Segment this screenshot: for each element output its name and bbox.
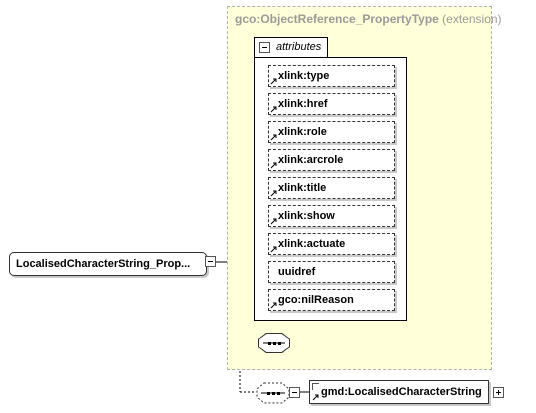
- reference-arrow-icon: [270, 134, 277, 141]
- reference-arrow-icon: [270, 302, 277, 309]
- attribute-label: xlink:show: [278, 210, 335, 222]
- attribute-xlink-show[interactable]: xlink:show: [268, 205, 395, 227]
- attribute-uuidref[interactable]: uuidref: [268, 261, 395, 283]
- reference-arrow-icon: [270, 78, 277, 85]
- attribute-xlink-role[interactable]: xlink:role: [268, 121, 395, 143]
- attribute-label: gco:nilReason: [278, 294, 354, 306]
- attribute-label: xlink:type: [278, 70, 330, 82]
- element-label: gmd:LocalisedCharacterString: [321, 386, 482, 398]
- attributes-tab: [254, 37, 328, 58]
- reference-arrow-icon: [312, 394, 319, 401]
- reference-arrow-icon: [270, 106, 277, 113]
- expand-icon[interactable]: [493, 387, 504, 398]
- reference-arrow-icon: [270, 218, 277, 225]
- attribute-xlink-type[interactable]: xlink:type: [268, 65, 395, 87]
- attributes-collapse-icon[interactable]: [259, 42, 270, 53]
- attribute-gco-nilreason[interactable]: gco:nilReason: [268, 289, 395, 311]
- sequence-icon: [263, 342, 285, 345]
- extension-type-name: gco:ObjectReference_PropertyType: [235, 12, 439, 26]
- attribute-xlink-href[interactable]: xlink:href: [268, 93, 395, 115]
- reference-arrow-icon: [270, 162, 277, 169]
- stack-icon: [312, 383, 319, 390]
- reference-arrow-icon: [270, 246, 277, 253]
- sequence-collapse-icon[interactable]: [289, 387, 300, 398]
- attribute-xlink-actuate[interactable]: xlink:actuate: [268, 233, 395, 255]
- attributes-label: attributes: [276, 41, 322, 53]
- root-element[interactable]: LocalisedCharacterString_Prop...: [9, 252, 207, 276]
- optional-sequence-compositor[interactable]: [256, 382, 290, 404]
- attribute-label: xlink:arcrole: [278, 154, 344, 166]
- attribute-label: xlink:title: [278, 182, 327, 194]
- sequence-compositor[interactable]: [259, 334, 289, 352]
- attribute-label: xlink:href: [278, 98, 328, 110]
- extension-suffix: (extension): [438, 12, 502, 26]
- attribute-xlink-arcrole[interactable]: xlink:arcrole: [268, 149, 395, 171]
- element-localised-character-string[interactable]: gmd:LocalisedCharacterString: [309, 380, 489, 404]
- attribute-label: xlink:actuate: [278, 238, 346, 250]
- attribute-label: xlink:role: [278, 126, 327, 138]
- root-collapse-icon[interactable]: [205, 256, 216, 267]
- root-element-label: LocalisedCharacterString_Prop...: [16, 258, 191, 270]
- attribute-label: uuidref: [278, 266, 316, 278]
- attribute-xlink-title[interactable]: xlink:title: [268, 177, 395, 199]
- extension-title: gco:ObjectReference_PropertyType (extens…: [235, 12, 502, 26]
- reference-arrow-icon: [270, 190, 277, 197]
